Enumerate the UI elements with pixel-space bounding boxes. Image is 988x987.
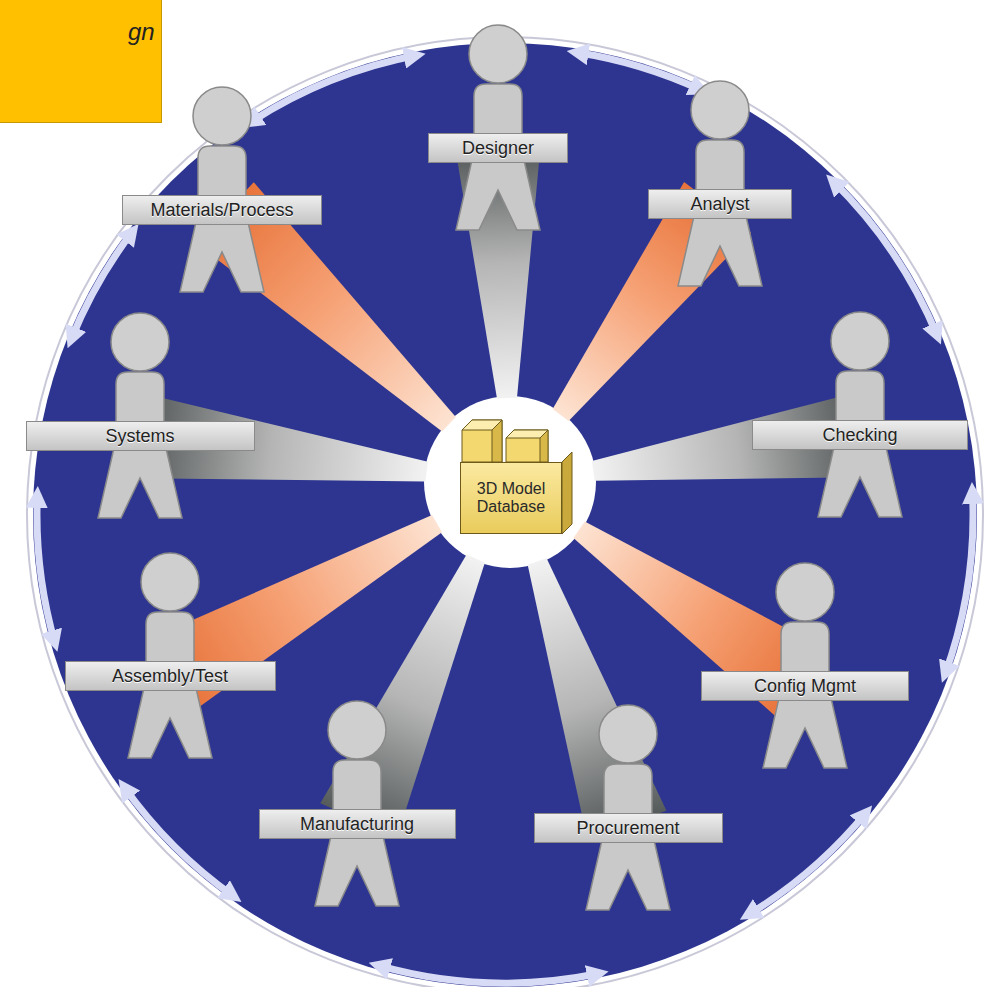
role-label: Assembly/Test xyxy=(112,666,228,687)
database-label: 3D Model Database xyxy=(461,480,561,517)
cycle-arrow xyxy=(945,491,973,675)
cycle-arrow xyxy=(37,495,55,644)
role-label: Analyst xyxy=(690,194,749,215)
role-banner: Config Mgmt xyxy=(701,671,909,701)
role-banner: Analyst xyxy=(648,189,792,219)
person-figure xyxy=(128,553,212,758)
cycle-arrow xyxy=(832,181,937,337)
role-banner: Procurement xyxy=(534,813,723,843)
role-label: Config Mgmt xyxy=(754,676,856,697)
person-figure xyxy=(315,701,399,906)
role-banner: Materials/Process xyxy=(122,195,322,225)
person-figure xyxy=(586,705,670,910)
cycle-arrow xyxy=(377,965,600,983)
cycle-arrow xyxy=(249,55,417,123)
person-figure xyxy=(763,563,847,768)
role-banner: Systems xyxy=(26,421,255,451)
role-label: Materials/Process xyxy=(150,200,293,221)
cycle-arrow xyxy=(747,812,866,915)
person-figure xyxy=(456,25,540,230)
link-beam xyxy=(456,150,540,398)
role-banner: Manufacturing xyxy=(259,809,456,839)
role-banner: Designer xyxy=(428,133,568,163)
tab-text: gn xyxy=(128,18,155,46)
beam-group xyxy=(139,150,862,837)
person-figure xyxy=(98,313,182,518)
disc-rim xyxy=(27,37,983,987)
person-figure xyxy=(678,81,762,286)
ring-group xyxy=(37,52,973,983)
role-label: Designer xyxy=(462,138,534,159)
role-label: Checking xyxy=(822,425,897,446)
person-figure xyxy=(180,87,264,292)
role-label: Systems xyxy=(105,426,174,447)
database-box: 3D Model Database xyxy=(460,462,562,534)
blue-disc xyxy=(33,43,977,987)
role-label: Procurement xyxy=(576,818,679,839)
cycle-arrow xyxy=(124,786,235,897)
role-label: Manufacturing xyxy=(300,814,414,835)
cycle-arrow xyxy=(575,52,702,90)
title-tab: gn xyxy=(0,0,162,123)
person-figure xyxy=(818,312,902,517)
role-banner: Checking xyxy=(752,420,968,450)
link-beam xyxy=(528,558,667,837)
role-banner: Assembly/Test xyxy=(65,661,276,691)
